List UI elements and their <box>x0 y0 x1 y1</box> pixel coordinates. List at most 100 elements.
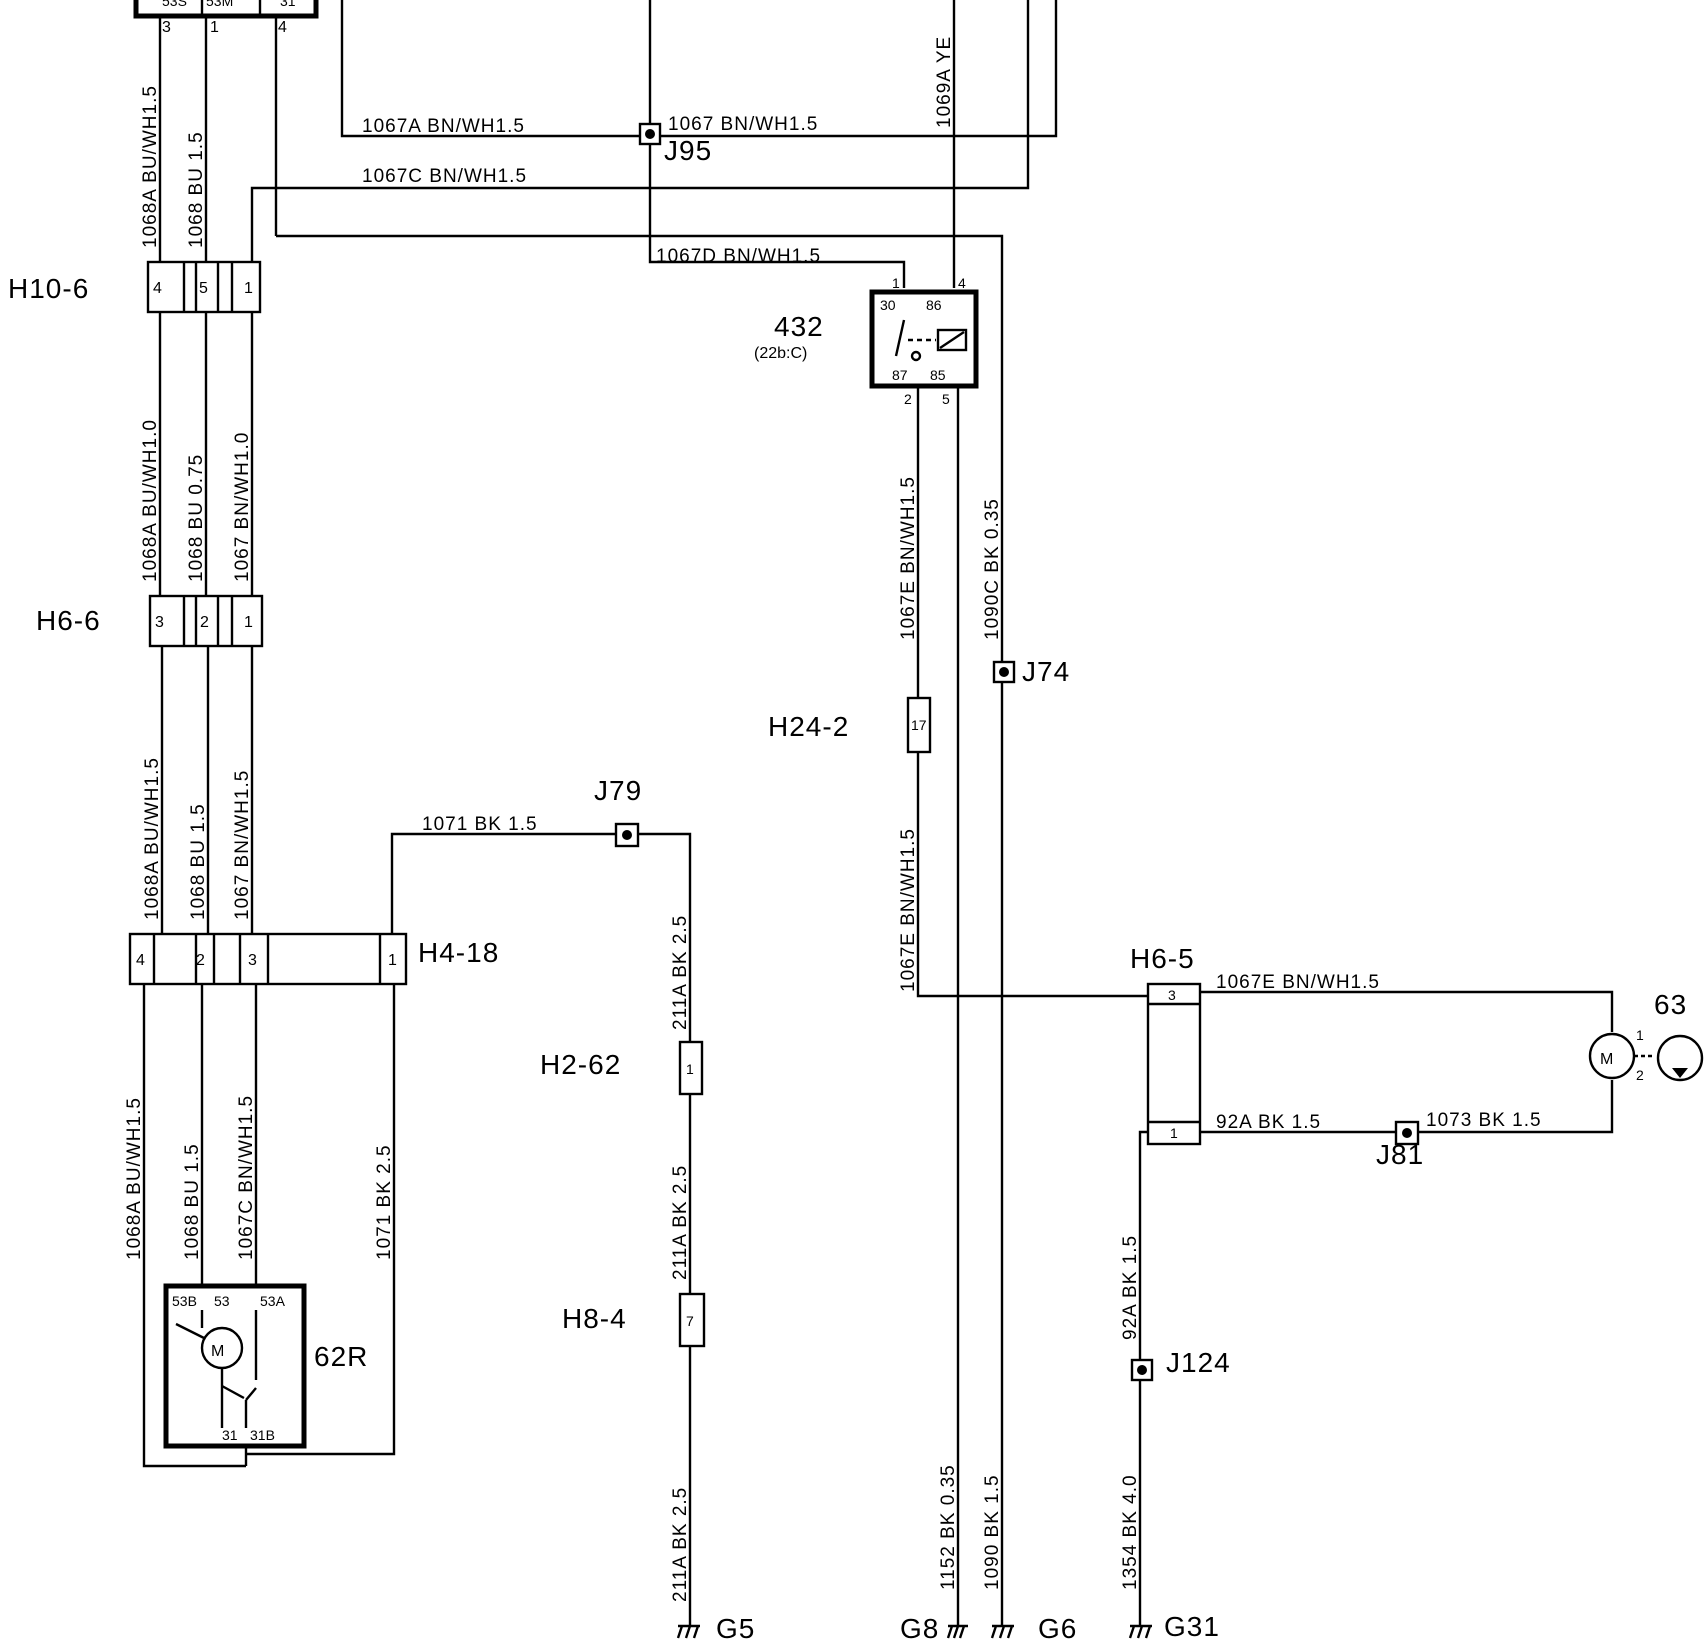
splice-j81: J81 <box>1376 1120 1424 1170</box>
pin-87: 87 <box>892 367 908 383</box>
wire-label: 211A BK 2.5 <box>670 915 691 1030</box>
vertical-wire-labels: 1068A BU/WH1.5 1068 BU 1.5 1069A YE 1068… <box>124 36 1141 1602</box>
pin-2: 2 <box>1636 1067 1644 1083</box>
wire-label: 1090C BK 0.35 <box>982 498 1003 640</box>
pin-1: 1 <box>244 614 253 631</box>
connector-h6-5: 3 1 H6-5 <box>1130 943 1202 1146</box>
pin-1: 1 <box>892 275 900 291</box>
pin-3: 3 <box>155 614 164 631</box>
label-g6: G6 <box>1038 1613 1077 1644</box>
label-j95: J95 <box>664 135 712 166</box>
pin-7: 7 <box>686 1313 694 1329</box>
connector-h10-6: 4 5 1 H10-6 <box>8 260 262 314</box>
connector-h6-6: 3 2 1 H6-6 <box>36 594 264 648</box>
wire-label: 1354 BK 4.0 <box>1120 1474 1141 1590</box>
pin-4: 4 <box>958 275 966 291</box>
wire-label: 1068A BU/WH1.5 <box>124 1097 145 1260</box>
ground-g5: G5 <box>676 1613 754 1644</box>
label-432-ref: (22b:C) <box>754 345 807 362</box>
connector-h4-18: 4 2 3 1 H4-18 <box>128 932 499 986</box>
pin-4: 4 <box>278 19 287 36</box>
pin-31b: 31B <box>250 1427 275 1443</box>
pin-5: 5 <box>942 391 950 407</box>
pin-53b: 53B <box>172 1293 197 1309</box>
pin-53: 53 <box>214 1293 230 1309</box>
label-j79: J79 <box>594 775 642 806</box>
relay-432: 30 86 87 85 1 4 2 5 432 (22b:C) <box>754 275 979 407</box>
ground-g8: G8 <box>900 1613 968 1644</box>
right-harness-wires <box>688 388 1614 1626</box>
label-g8: G8 <box>900 1613 939 1644</box>
pin-2: 2 <box>200 614 209 631</box>
wire-label: 211A BK 2.5 <box>670 1165 691 1280</box>
pin-86: 86 <box>926 297 942 313</box>
pin-1: 1 <box>244 280 253 297</box>
pin-3: 3 <box>162 19 171 36</box>
left-harness-wires <box>142 0 1058 1468</box>
motor-m: M <box>211 1343 224 1360</box>
wire-label: 1067 BN/WH1.0 <box>232 432 253 582</box>
wire-label: 1152 BK 0.35 <box>938 1464 959 1590</box>
label-62r: 62R <box>314 1341 368 1372</box>
wire-label: 1068 BU 1.5 <box>186 131 207 248</box>
label-h2-62: H2-62 <box>540 1049 621 1080</box>
label-63: 63 <box>1654 989 1687 1020</box>
wire-label: 1067 BN/WH1.5 <box>668 114 818 135</box>
wire-label: 1068 BU 0.75 <box>186 454 207 582</box>
pin-1: 1 <box>388 952 397 969</box>
splice-j124: J124 <box>1130 1347 1230 1382</box>
pin-53m: 53M <box>206 0 233 9</box>
label-h6-5: H6-5 <box>1130 943 1195 974</box>
label-g31: G31 <box>1164 1611 1220 1642</box>
wiper-motor-62r: 53B 53 53A 31 31B M 62R <box>163 1283 368 1449</box>
pin-17: 17 <box>911 717 927 733</box>
wire-label: 1071 BK 1.5 <box>422 814 538 835</box>
label-h8-4: H8-4 <box>562 1303 627 1334</box>
pin-3: 3 <box>248 952 257 969</box>
splice-j95: J95 <box>638 122 712 166</box>
wire-label: 1067 BN/WH1.5 <box>232 770 253 920</box>
ground-g6: G6 <box>990 1613 1077 1644</box>
wire-label: 1068 BU 1.5 <box>182 1143 203 1260</box>
label-j74: J74 <box>1022 656 1070 687</box>
wire-label: 1071 BK 2.5 <box>374 1144 395 1260</box>
ground-g31: G31 <box>1128 1611 1220 1642</box>
splice-j74: J74 <box>992 656 1070 687</box>
pin-53a: 53A <box>260 1293 286 1309</box>
pin-1: 1 <box>1636 1027 1644 1043</box>
pin-31: 31 <box>280 0 296 9</box>
wire-label: 1068A BU/WH1.5 <box>142 757 163 920</box>
connector-h8-4: 7 H8-4 <box>562 1292 706 1348</box>
pin-5: 5 <box>199 280 208 297</box>
wire-label: 1067E BN/WH1.5 <box>898 476 919 640</box>
pin-85: 85 <box>930 367 946 383</box>
connector-h2-62: 1 H2-62 <box>540 1040 704 1096</box>
label-h10-6: H10-6 <box>8 273 89 304</box>
wire-label: 1090 BK 1.5 <box>982 1474 1003 1590</box>
wire-label: 92A BK 1.5 <box>1120 1235 1141 1340</box>
label-432: 432 <box>774 311 824 342</box>
motor-m: M <box>1600 1051 1613 1068</box>
wire-label: 1067C BN/WH1.5 <box>362 166 527 187</box>
pin-2: 2 <box>196 952 205 969</box>
label-h6-6: H6-6 <box>36 605 101 636</box>
wire-label: 1067D BN/WH1.5 <box>656 246 821 267</box>
motor-63: M 1 2 63 <box>1588 989 1704 1083</box>
pin-1: 1 <box>210 19 219 36</box>
wire-label: 1067A BN/WH1.5 <box>362 116 525 137</box>
label-h4-18: H4-18 <box>418 937 499 968</box>
wire-label: 1073 BK 1.5 <box>1426 1110 1542 1131</box>
pin-30: 30 <box>880 297 896 313</box>
wire-label: 1068 BU 1.5 <box>188 803 209 920</box>
label-h24-2: H24-2 <box>768 711 849 742</box>
wire-label: 1068A BU/WH1.5 <box>140 85 161 248</box>
label-j81: J81 <box>1376 1139 1424 1170</box>
pin-4: 4 <box>136 952 145 969</box>
pin-3: 3 <box>1168 987 1176 1003</box>
wire-label: 1067E BN/WH1.5 <box>1216 972 1380 993</box>
connector-h24-2: 17 H24-2 <box>768 696 932 754</box>
wire-label: 92A BK 1.5 <box>1216 1112 1321 1133</box>
top-connector: 53S 53M 31 3 1 4 <box>133 0 319 36</box>
pin-1: 1 <box>1170 1125 1178 1141</box>
